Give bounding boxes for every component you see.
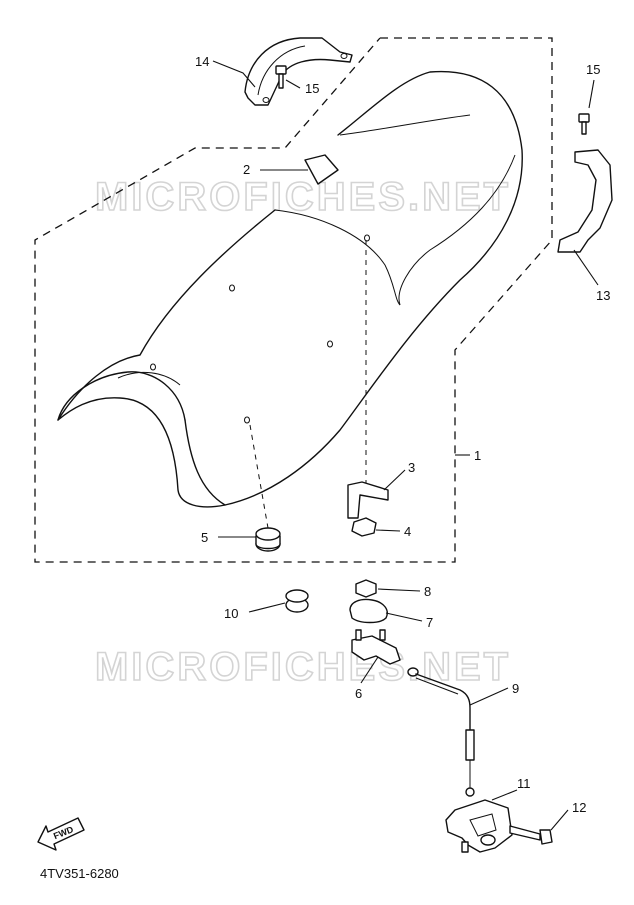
callout-4: 4 — [404, 524, 411, 539]
part-9-cable — [407, 667, 475, 797]
callout-10: 10 — [224, 606, 238, 621]
callout-13: 13 — [596, 288, 610, 303]
part-15-bolt-left — [275, 65, 287, 89]
part-11-lock — [445, 799, 513, 853]
part-7-plate — [349, 598, 388, 624]
callout-5: 5 — [201, 530, 208, 545]
seat — [57, 70, 523, 508]
assembly-boundary — [34, 37, 553, 563]
part-12-bolt — [509, 825, 553, 845]
part-15-bolt-right — [578, 113, 590, 135]
part-10-damper — [285, 589, 309, 613]
watermark-top: MICROFICHES.NET — [95, 175, 511, 219]
part-14-grab-bar — [244, 37, 353, 106]
part-13-bracket — [557, 149, 613, 253]
callout-15-left: 15 — [305, 81, 319, 96]
callout-8: 8 — [424, 584, 431, 599]
part-3-bracket — [347, 481, 389, 519]
fwd-arrow: FWD — [37, 817, 85, 851]
callout-3: 3 — [408, 460, 415, 475]
callout-15-right: 15 — [586, 62, 600, 77]
part-4-nut — [351, 517, 377, 537]
fastener-line-5 — [249, 424, 269, 529]
callout-1: 1 — [474, 448, 481, 463]
part-2-label — [304, 154, 339, 185]
part-8-nut — [355, 579, 377, 598]
callout-6: 6 — [355, 686, 362, 701]
callout-14: 14 — [195, 54, 209, 69]
leader-lines — [212, 60, 599, 831]
watermark-bottom: MICROFICHES.NET — [95, 645, 511, 689]
callout-11: 11 — [517, 776, 531, 791]
drawing-code: 4TV351-6280 — [40, 866, 119, 881]
callout-7: 7 — [426, 615, 433, 630]
callout-2: 2 — [243, 162, 250, 177]
part-6-lock-bracket — [351, 629, 401, 665]
part-5-damper — [255, 527, 281, 552]
callout-9: 9 — [512, 681, 519, 696]
callout-12: 12 — [572, 800, 586, 815]
